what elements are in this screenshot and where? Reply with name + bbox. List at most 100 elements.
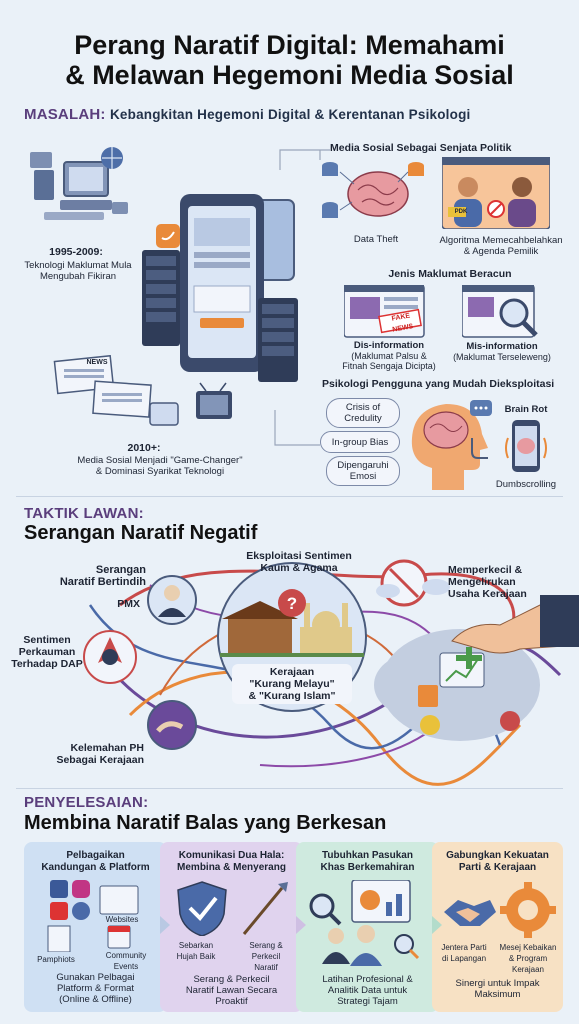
kerajaan-line-2: "Kurang Melayu"	[249, 678, 335, 690]
phone-brain-icon	[505, 420, 547, 472]
card4-left-label: Jentera Parti di Lapangan	[432, 942, 496, 964]
disinfo-sub-2: Fitnah Sengaja Dicipta)	[342, 361, 436, 371]
solution-card-synergy: Gabungkan Kekuatan Parti & Kerajaan Jent…	[432, 842, 563, 1012]
solution-card-content: Pelbagaikan Kandungan & Platform Website…	[24, 842, 167, 1012]
algo-label-2: & Agenda Pemilik	[463, 246, 539, 257]
community-label: Community Events	[90, 950, 162, 972]
svg-text:?: ?	[287, 594, 297, 613]
card1-foot-1: Gunakan Pelbagai	[56, 972, 135, 983]
smartphone-servers-icon	[142, 194, 298, 382]
card2-title-2: Membina & Menyerang	[177, 862, 286, 873]
card4-title-1: Gabungkan Kekuatan	[446, 850, 549, 861]
card1-title-1: Pelbagaikan	[66, 850, 125, 861]
serangan-line-1: Serangan	[95, 564, 146, 576]
card2-left-2: Hujah Baik	[176, 952, 216, 961]
crisis-line-2: Credulity	[344, 413, 382, 424]
psych-title: Psikologi Pengguna yang Mudah Dieksploit…	[322, 378, 555, 390]
section-divider-1	[16, 496, 563, 497]
taktik-heading: TAKTIK LAWAN:	[24, 505, 144, 522]
card1-title-2: Kandungan & Platform	[41, 862, 150, 873]
card2-right-1: Serang &	[249, 941, 283, 950]
handshake-gear-icon	[444, 882, 556, 938]
eksploitasi-line-2: Kaum & Agama	[260, 562, 338, 574]
card2-foot-3: Proaktif	[215, 996, 248, 1007]
retro-computer-icon	[30, 147, 128, 220]
eksploitasi-line-1: Eksploitasi Sentimen	[246, 550, 352, 562]
card4-title: Gabungkan Kekuatan Parti & Kerajaan	[436, 850, 559, 874]
card3-foot-3: Strategi Tajam	[337, 996, 398, 1007]
card2-right-3: Naratif	[254, 963, 278, 972]
card4-foot-2: Maksimum	[474, 989, 521, 1000]
card2-foot-1: Serang & Perkecil	[193, 974, 270, 985]
serangan-line-2: Naratif Bertindih	[59, 576, 146, 588]
sentimen-line-3: Terhadap DAP	[11, 658, 83, 670]
poison-title: Jenis Maklumat Beracun	[388, 268, 512, 280]
taktik-subtitle: Serangan Naratif Negatif	[24, 522, 258, 544]
kelemahan-line-2: Sebagai Kerajaan	[56, 754, 144, 766]
era2-text-1: Media Sosial Menjadi "Game-Changer"	[77, 455, 243, 466]
card4-left-1: Jentera Parti	[441, 943, 487, 952]
card4-right-2: & Program	[508, 954, 548, 963]
platform-icons	[47, 880, 139, 952]
masalah-heading: MASALAH: Kebangkitan Hegemoni Digital & …	[24, 106, 470, 123]
card2-left-1: Sebarkan	[178, 941, 214, 950]
card2-title: Komunikasi Dua Hala: Membina & Menyerang	[164, 850, 299, 874]
websites-label: Websites	[105, 915, 139, 924]
disinfo-sub-1: (Maklumat Palsu &	[351, 351, 427, 361]
kelemahan-line-1: Kelemahan PH	[70, 742, 144, 754]
news-label: NEWS	[86, 359, 108, 366]
card3-title: Tubuhkan Pasukan Khas Berkemahiran	[300, 850, 435, 874]
community-line-2: Events	[113, 962, 139, 971]
card4-footer: Sinergi untuk Impak Maksimum	[436, 978, 559, 1000]
eksploitasi-label: Eksploitasi Sentimen Kaum & Agama	[234, 550, 364, 574]
pmx-label: PMX	[117, 598, 140, 610]
memperkecil-line-2: Mengelirukan	[448, 576, 516, 588]
era1-text: Teknologi Maklumat Mula Mengubah Fikiran	[24, 260, 132, 282]
era2-text-2: & Dominasi Syarikat Teknologi	[95, 466, 225, 477]
card2-right-2: Perkecil	[251, 952, 281, 961]
kerajaan-label: Kerajaan "Kurang Melayu" & "Kurang Islam…	[232, 664, 352, 704]
title-line-1: Perang Naratif Digital: Memahami	[74, 30, 505, 60]
card4-left-2: di Lapangan	[441, 954, 487, 963]
brain-data-theft-icon	[322, 162, 424, 218]
ingroup-bias-pill: In-group Bias	[320, 431, 400, 453]
kerajaan-line-1: Kerajaan	[269, 666, 315, 678]
card1-foot-2: Platform & Format	[56, 983, 135, 994]
card3-title-1: Tubuhkan Pasukan	[322, 850, 413, 861]
memperkecil-label: Memperkecil & Mengelirukan Usaha Kerajaa…	[448, 564, 558, 600]
head-brain-icon	[411, 400, 492, 490]
era2-year: 2010+:	[127, 442, 161, 454]
penyelesaian-subtitle: Membina Naratif Balas yang Berkesan	[24, 812, 387, 834]
memperkecil-line-1: Memperkecil &	[448, 564, 523, 576]
kerajaan-line-3: & "Kurang Islam"	[248, 690, 336, 702]
sentimen-line-2: Perkauman	[18, 646, 76, 658]
card2-left-label: Sebarkan Hujah Baik	[164, 940, 228, 962]
card4-title-2: Parti & Kerajaan	[458, 862, 537, 873]
emotion-pill: Dipengaruhi Emosi	[326, 456, 400, 486]
newspaper-tv-icon	[53, 355, 232, 426]
card1-footer: Gunakan Pelbagai Platform & Format (Onli…	[28, 972, 163, 1005]
masalah-label: MASALAH:	[24, 106, 106, 123]
emotion-line-1: Dipengaruhi	[337, 460, 389, 471]
page-title: Perang Naratif Digital: Memahami & Melaw…	[10, 30, 569, 90]
crisis-line-1: Crisis of	[345, 402, 381, 413]
brain-rot-label: Brain Rot	[504, 404, 548, 415]
card4-right-3: Kerajaan	[511, 965, 545, 974]
masalah-title: Kebangkitan Hegemoni Digital & Kerentana…	[109, 107, 471, 122]
sentimen-line-1: Sentimen	[23, 634, 71, 646]
misinfo-label: Mis-information	[466, 341, 538, 352]
weapon-title: Media Sosial Sebagai Senjata Politik	[330, 142, 512, 154]
card1-foot-3: (Online & Offline)	[59, 994, 132, 1005]
algorithm-split-icon	[442, 157, 550, 229]
ingroup-text: In-group Bias	[331, 436, 389, 448]
memperkecil-line-3: Usaha Kerajaan	[448, 588, 527, 600]
card4-right-1: Mesej Kebaikan	[499, 943, 557, 952]
kelemahan-label: Kelemahan PH Sebagai Kerajaan	[24, 742, 144, 766]
card-arrows	[160, 916, 442, 934]
card3-foot-2: Analitik Data untuk	[327, 985, 408, 996]
serangan-label: Serangan Naratif Bertindih	[36, 564, 146, 588]
team-analytics-icon	[309, 880, 420, 966]
card3-title-2: Khas Berkemahiran	[320, 862, 415, 873]
disinfo-label: Dis-information	[353, 340, 425, 351]
shield-spear-icon	[177, 881, 288, 936]
